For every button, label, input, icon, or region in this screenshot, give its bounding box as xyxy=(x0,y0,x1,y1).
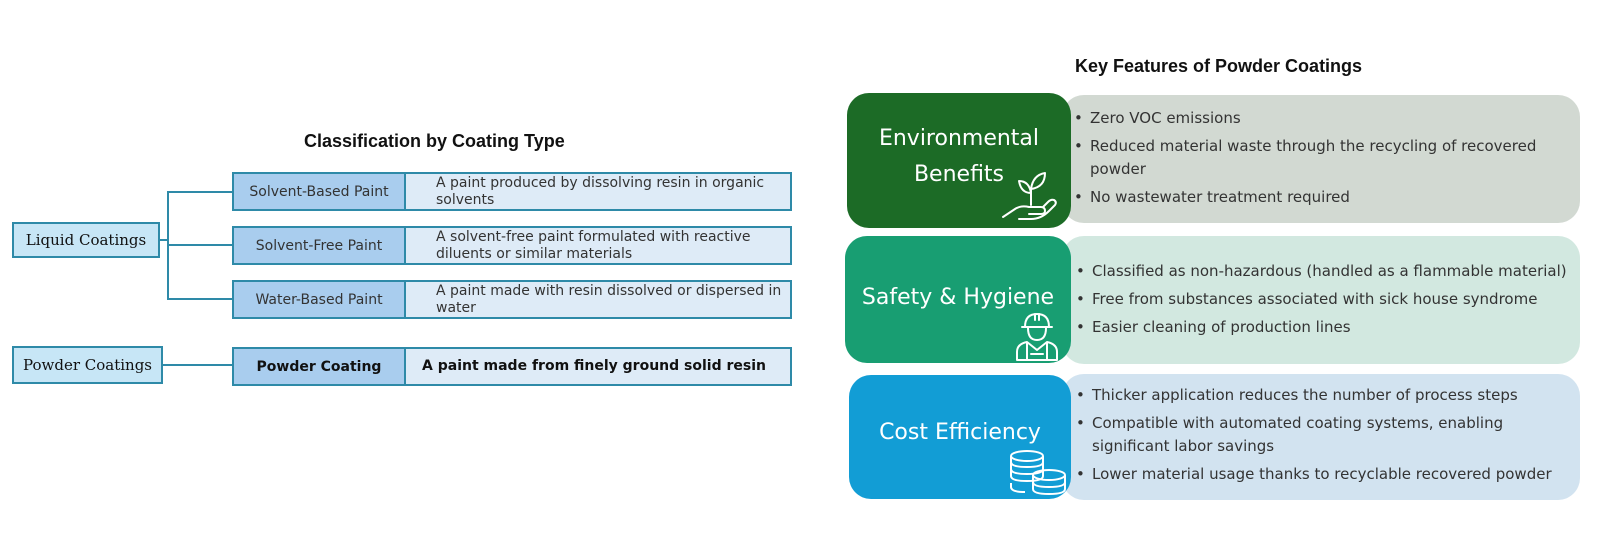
row-solvent-free: Solvent-Free Paint A solvent-free paint … xyxy=(232,226,792,265)
coins-icon xyxy=(1010,450,1066,496)
key-features-title: Key Features of Powder Coatings xyxy=(1075,56,1363,76)
row-description: A paint produced by dissolving resin in … xyxy=(436,174,765,208)
feature-tile: Environmental Benefits xyxy=(847,93,1071,228)
row-name: Powder Coating xyxy=(234,349,406,384)
powder-coatings-box: Powder Coatings xyxy=(12,346,163,384)
connector-line xyxy=(163,364,233,366)
row-description: A paint made with resin dissolved or dis… xyxy=(436,282,782,316)
row-description: A solvent-free paint formulated with rea… xyxy=(436,228,751,262)
feature-title: Benefits xyxy=(913,162,1005,187)
row-solvent-based: Solvent-Based Paint A paint produced by … xyxy=(232,172,792,211)
feature-title: Cost Efficiency xyxy=(879,420,1041,445)
bullet-item: No wastewater treatment required xyxy=(1072,186,1556,209)
row-powder-coating: Powder Coating A paint made from finely … xyxy=(232,347,792,386)
feature-panel: Zero VOC emissions Reduced material wast… xyxy=(1062,95,1580,223)
row-description: A paint made from finely ground solid re… xyxy=(422,358,766,374)
row-name: Water-Based Paint xyxy=(234,282,406,317)
connector-line xyxy=(167,191,233,193)
bullet-list: Thicker application reduces the number o… xyxy=(1074,384,1556,491)
bullet-list: Classified as non-hazardous (handled as … xyxy=(1074,260,1574,344)
row-name: Solvent-Free Paint xyxy=(234,228,406,263)
connector-line xyxy=(167,244,233,246)
feature-tile: Cost Efficiency xyxy=(849,375,1071,499)
feature-title: Safety & Hygiene xyxy=(861,285,1055,310)
bullet-item: Reduced material waste through the recyc… xyxy=(1072,135,1556,181)
hand-plant-icon xyxy=(1002,172,1057,220)
connector-line xyxy=(160,239,168,241)
bullet-item: Thicker application reduces the number o… xyxy=(1074,384,1556,407)
feature-tile: Safety & Hygiene xyxy=(845,236,1071,363)
bullet-item: Free from substances associated with sic… xyxy=(1074,288,1574,311)
bullet-item: Compatible with automated coating system… xyxy=(1074,412,1556,458)
worker-icon xyxy=(1016,313,1058,361)
row-water-based: Water-Based Paint A paint made with resi… xyxy=(232,280,792,319)
row-name: Solvent-Based Paint xyxy=(234,174,406,209)
connector-line xyxy=(167,298,233,300)
bullet-item: Classified as non-hazardous (handled as … xyxy=(1074,260,1574,283)
bullet-list: Zero VOC emissions Reduced material wast… xyxy=(1072,107,1556,214)
bullet-item: Zero VOC emissions xyxy=(1072,107,1556,130)
feature-title: Environmental xyxy=(878,126,1040,151)
bullet-item: Lower material usage thanks to recyclabl… xyxy=(1074,463,1556,486)
feature-panel: Classified as non-hazardous (handled as … xyxy=(1062,236,1580,364)
classification-title: Classification by Coating Type xyxy=(304,131,565,151)
feature-panel: Thicker application reduces the number o… xyxy=(1062,374,1580,500)
bullet-item: Easier cleaning of production lines xyxy=(1074,316,1574,339)
liquid-coatings-box: Liquid Coatings xyxy=(12,222,160,258)
